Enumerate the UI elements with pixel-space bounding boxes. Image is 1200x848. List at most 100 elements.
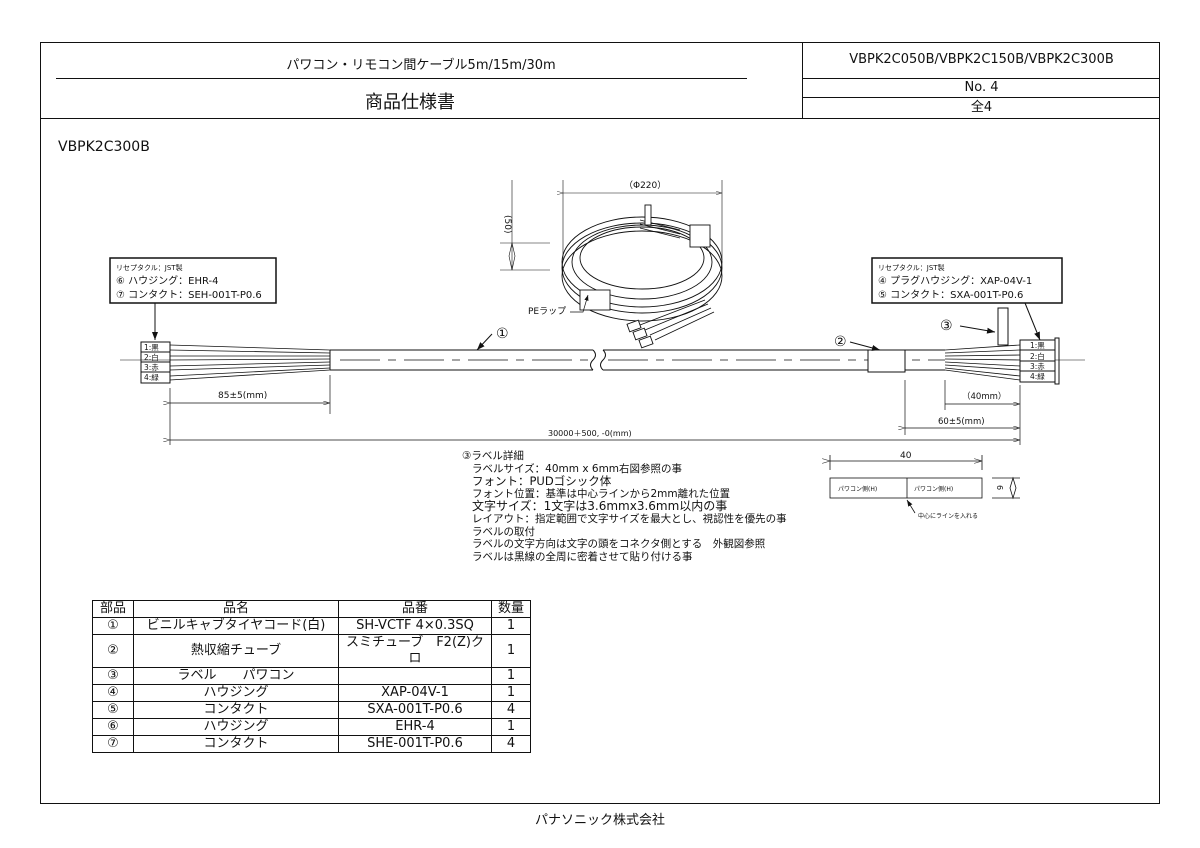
cell-part: ⑥ xyxy=(92,718,134,736)
label-text-left: パワコン側(H) xyxy=(838,485,877,493)
cell-qty: 1 xyxy=(491,617,531,635)
cell-part: ⑤ xyxy=(92,701,134,719)
left-box-housing: ⑥ ハウジング：EHR-4 xyxy=(116,274,219,287)
left-box-contact: ⑦ コンタクト：SEH-001T-P0.6 xyxy=(116,289,262,301)
callout-1: ① xyxy=(496,326,509,342)
callout-2: ② xyxy=(834,334,847,350)
cell-number: SH-VCTF 4×0.3SQ xyxy=(338,617,492,635)
callout-3: ③ xyxy=(940,318,953,334)
cell-number: スミチューブ F2(Z)クロ xyxy=(338,634,492,668)
cell-number: SXA-001T-P0.6 xyxy=(338,701,492,719)
cell-part: ② xyxy=(92,634,134,668)
total-pages: 全4 xyxy=(970,100,993,115)
table-header-row: 部品 品名 品番 数量 xyxy=(92,600,531,618)
header-name: 品名 xyxy=(133,600,339,618)
header-part: 部品 xyxy=(92,600,134,618)
label-width: 40 xyxy=(900,451,912,461)
right-box-title: リセプタクル：JST製 xyxy=(878,263,945,272)
label-detail-adhesion: ラベルは黒線の全周に密着させて貼り付ける事 xyxy=(472,550,693,563)
heat-shrink-tube xyxy=(867,349,906,373)
dim-total: 30000＋500, -0(mm) xyxy=(548,429,632,438)
left-pin-4: 4:緑 xyxy=(144,372,159,382)
cell-number: SHE-001T-P0.6 xyxy=(338,735,492,753)
title-underline xyxy=(56,78,747,79)
label-tag xyxy=(997,307,1009,346)
right-connector xyxy=(1019,337,1060,385)
header-number: 品番 xyxy=(338,600,492,618)
cell-qty: 4 xyxy=(491,701,531,719)
cell-name: ビニルキャブタイヤコード(白) xyxy=(133,617,339,635)
cell-qty: 1 xyxy=(491,718,531,736)
label-layout-diagram xyxy=(830,455,1020,514)
label-detail-attach: ラベルの取付 xyxy=(472,525,535,538)
left-connector-spec-box xyxy=(109,257,277,304)
cell-qty: 4 xyxy=(491,735,531,753)
cell-qty: 1 xyxy=(491,684,531,702)
label-height: 6 xyxy=(995,485,1004,490)
document-type: 商品仕様書 xyxy=(365,92,455,113)
document-title: パワコン・リモコン間ケーブル5m/15m/30m xyxy=(286,58,556,73)
right-pin-2: 2:白 xyxy=(1030,351,1045,361)
label-detail-font: フォント：PUDゴシック体 xyxy=(472,474,612,489)
label-details-title: ③ラベル詳細 xyxy=(462,450,524,462)
cell-name: 熱収縮チューブ xyxy=(133,634,339,668)
left-pin-1: 1:黒 xyxy=(144,343,159,352)
cell-part: ③ xyxy=(92,667,134,685)
company-footer: パナソニック株式会社 xyxy=(534,813,665,828)
coil-height: (50) xyxy=(502,215,512,233)
label-center-note: 中心にラインを入れる xyxy=(918,512,978,520)
right-pin-1: 1:黒 xyxy=(1030,341,1045,350)
left-connector xyxy=(140,341,171,384)
model-heading: VBPK2C300B xyxy=(58,139,150,155)
label-detail-size: ラベルサイズ：40mm x 6mm右図参照の事 xyxy=(472,462,683,475)
title-block: パワコン・リモコン間ケーブル5m/15m/30m 商品仕様書 xyxy=(40,42,803,119)
cell-name: コンタクト xyxy=(133,701,339,719)
left-pin-3: 3:赤 xyxy=(144,363,159,372)
cell-number: XAP-04V-1 xyxy=(338,684,492,702)
right-box-housing: ④ プラグハウジング：XAP-04V-1 xyxy=(878,274,1032,287)
cell-part: ④ xyxy=(92,684,134,702)
cell-qty: 1 xyxy=(491,634,531,668)
cable xyxy=(329,349,945,371)
pe-wrap-label: PEラップ xyxy=(528,306,566,317)
cell-qty: 1 xyxy=(491,667,531,685)
label-detail-direction: ラベルの文字方向は文字の頭をコネクタ側とする 外観図参照 xyxy=(472,538,766,551)
left-pin-2: 2:白 xyxy=(144,352,159,362)
cell-part: ① xyxy=(92,617,134,635)
cell-name: ハウジング xyxy=(133,718,339,736)
label-detail-position: フォント位置：基準は中心ラインから2mm離れた位置 xyxy=(472,487,731,500)
cell-part: ⑦ xyxy=(92,735,134,753)
dim-40mm: （40mm） xyxy=(962,391,1006,402)
cell-number xyxy=(338,667,492,685)
right-connector-spec-box xyxy=(871,257,1063,304)
page-number: No. 4 xyxy=(803,79,1160,98)
document-frame xyxy=(40,42,1160,804)
coiled-cable-illustration xyxy=(500,180,723,349)
label-detail-char-size: 文字サイズ：1文字は3.6mmx3.6mm以内の事 xyxy=(472,499,728,514)
coil-diameter: （Φ220） xyxy=(624,180,666,191)
dim-left: 85±5(mm) xyxy=(218,391,267,401)
label-text-right: パワコン側(H) xyxy=(914,485,953,493)
model-numbers: VBPK2C050B/VBPK2C150B/VBPK2C300B xyxy=(803,42,1160,79)
dim-60mm: 60±5(mm) xyxy=(938,417,985,427)
right-pin-3: 3:赤 xyxy=(1030,362,1045,371)
label-detail-layout: レイアウト：指定範囲で文字サイズを最大とし、視認性を優先の事 xyxy=(472,512,787,525)
cell-name: コンタクト xyxy=(133,735,339,753)
right-pin-4: 4:緑 xyxy=(1030,371,1045,381)
model-block: VBPK2C050B/VBPK2C150B/VBPK2C300B No. 4 全… xyxy=(803,42,1160,119)
right-box-contact: ⑤ コンタクト：SXA-001T-P0.6 xyxy=(878,289,1023,301)
cell-name: ハウジング xyxy=(133,684,339,702)
left-box-title: リセプタクル：JST製 xyxy=(116,263,183,272)
cell-number: EHR-4 xyxy=(338,718,492,736)
cell-name: ラベル パワコン xyxy=(133,667,339,685)
header-qty: 数量 xyxy=(491,600,531,618)
